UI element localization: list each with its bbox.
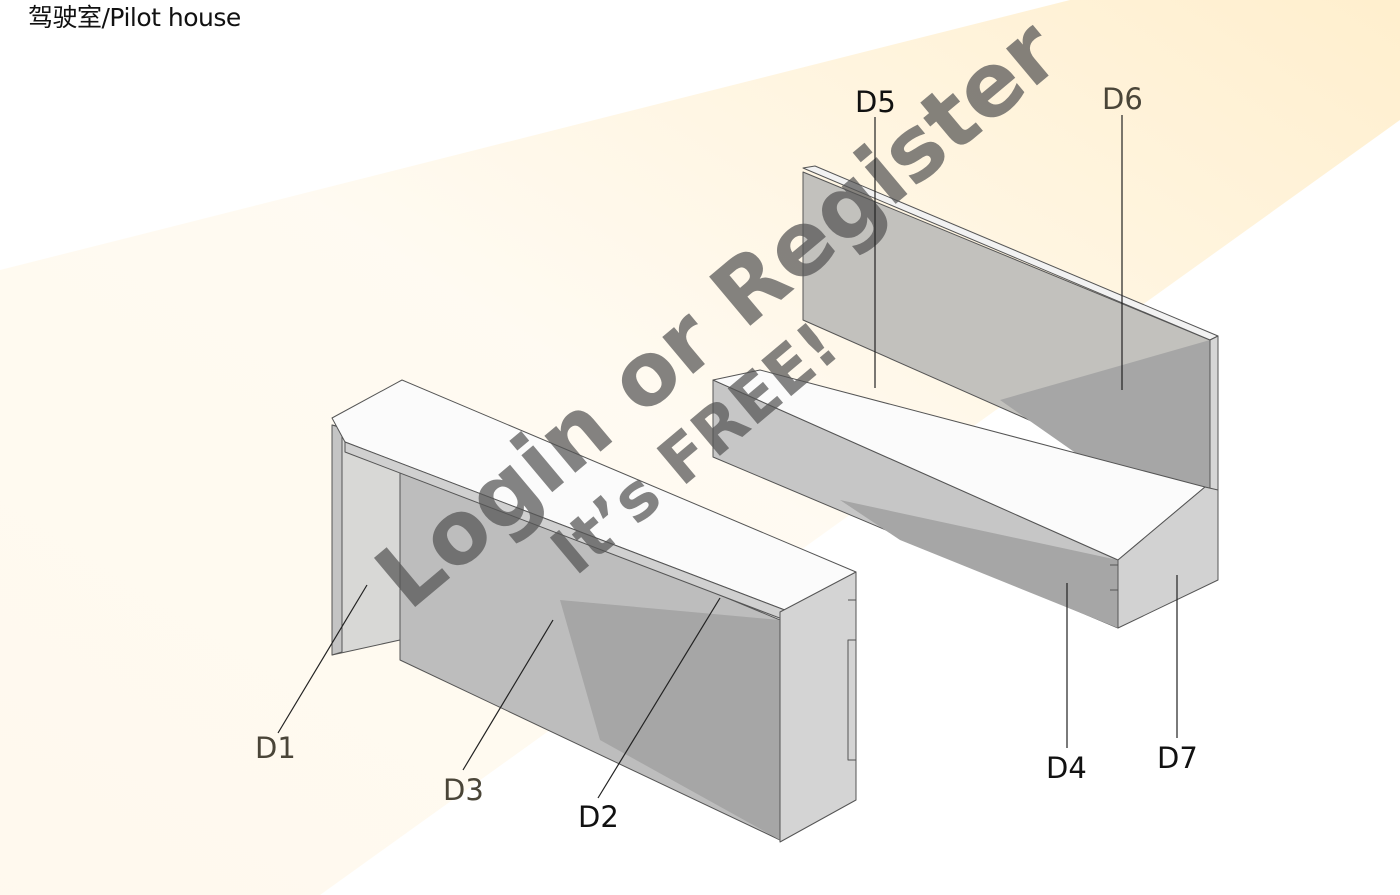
part-d7-panel [1110,486,1219,629]
label-d7: D7 [1157,741,1198,775]
leader-d1 [277,584,368,734]
label-d2: D2 [578,800,619,834]
leader-lines [277,115,1178,799]
label-d5: D5 [855,85,896,119]
part-d6-panel [802,165,1219,515]
page-title: 驾驶室/Pilot house [28,3,241,32]
label-d4: D4 [1046,751,1087,785]
leader-d2 [597,597,721,799]
leader-d3 [462,619,554,771]
label-d6: D6 [1102,82,1143,116]
label-d3: D3 [443,773,484,807]
part-end-panel [779,571,857,843]
label-d1: D1 [255,731,296,765]
part-d5-panel [712,369,1206,629]
